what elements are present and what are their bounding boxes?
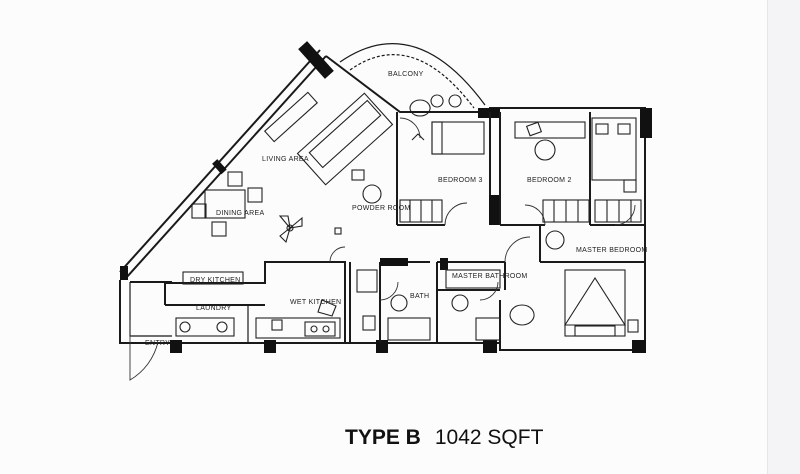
label-master-bathroom: MASTER BATHROOM [452, 273, 528, 280]
master-bedroom-furniture [509, 230, 639, 337]
label-bedroom-2: BEDROOM 2 [527, 177, 572, 184]
label-master-bedroom: MASTER BEDROOM [576, 247, 647, 254]
label-wet-kitchen: WET KITCHEN [290, 299, 341, 306]
label-bath: BATH [410, 293, 429, 300]
balcony-railing [339, 43, 486, 117]
label-dry-kitchen: DRY KITCHEN [190, 277, 241, 284]
label-bedroom-3: BEDROOM 3 [438, 177, 483, 184]
bedroom-3-furniture [399, 121, 485, 223]
bedroom-2-furniture [514, 117, 642, 223]
label-entry: ENTRY [145, 340, 170, 347]
plan-caption: TYPE B 1042 SQFT [345, 426, 543, 450]
label-powder-room: POWDER ROOM [352, 205, 411, 212]
unit-area-label: 1042 SQFT [434, 426, 544, 449]
label-balcony: BALCONY [388, 71, 424, 78]
unit-type-label: TYPE B [345, 426, 421, 449]
label-living-area: LIVING AREA [262, 156, 309, 163]
right-margin-panel [767, 0, 800, 474]
living-dining-furniture [191, 91, 394, 244]
room-labels: BALCONY LIVING AREA DINING AREA POWDER R… [145, 71, 647, 347]
kitchen-bath-fixtures [175, 269, 501, 341]
label-dining-area: DINING AREA [216, 210, 264, 217]
exterior-walls [119, 41, 652, 353]
label-laundry: LAUNDRY [196, 305, 231, 312]
